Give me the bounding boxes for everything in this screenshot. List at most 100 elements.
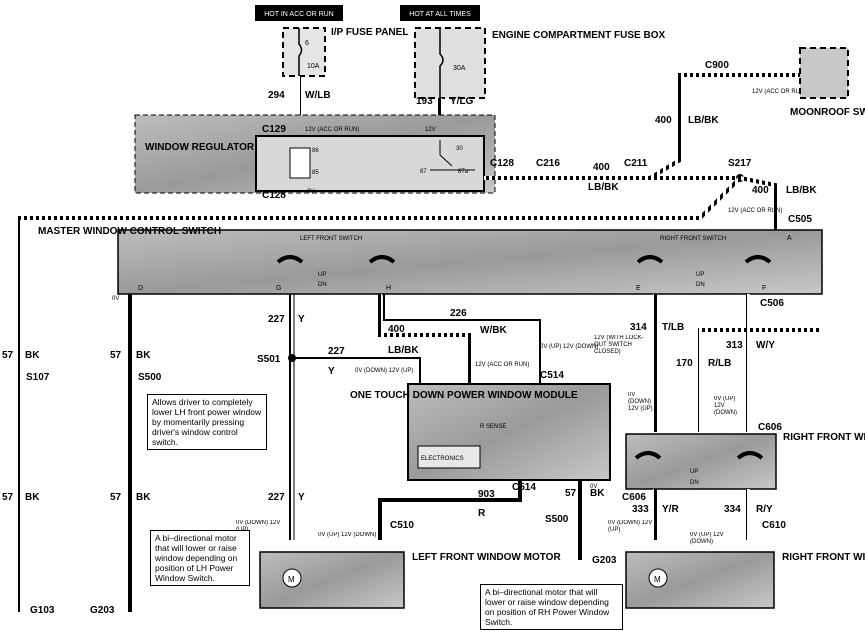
conn-c505: C505	[788, 214, 812, 225]
wire-334: 334	[724, 504, 741, 515]
conn-c211: C211	[624, 158, 648, 169]
wire-193-color: Y/LG	[450, 96, 474, 107]
wire-57e: 57	[565, 488, 577, 499]
rf-switch-left	[636, 255, 664, 264]
conn-s500-left: S500	[138, 372, 162, 383]
lf-dn: DN	[318, 282, 327, 288]
wire-lbbk-c: LB/BK	[786, 185, 817, 196]
moonroof-acc-note: 12V (ACC OR RUN)	[752, 89, 806, 95]
fuse30-symbol	[439, 28, 444, 98]
pin-30: 30	[456, 146, 463, 152]
electronics-label: ELECTRONICS	[421, 456, 464, 462]
wire-400-to-c505	[739, 176, 777, 232]
rf-motor-left-note: 0V (DOWN) 12V (UP)	[608, 520, 652, 533]
wire-lbbk-a: LB/BK	[588, 182, 619, 193]
allows-note: Allows driver to completely lower LH fro…	[147, 394, 267, 450]
wire-57a: 57	[2, 350, 14, 361]
ip-fuse-panel-box	[282, 27, 326, 77]
conn-c606-bottom: C606	[622, 492, 646, 503]
rf-switch-rocker-left	[634, 451, 662, 460]
rf-motor-m: M	[654, 575, 661, 584]
conn-g203-right: G203	[592, 555, 617, 566]
pin-A: A	[787, 235, 792, 242]
wire-227a: 227	[268, 314, 285, 325]
wire-294-color: W/LB	[305, 90, 331, 101]
pin-E: E	[636, 285, 641, 292]
right-front-switch-label: RIGHT FRONT SWITCH	[660, 236, 726, 242]
ip-fuse-panel-label: I/P FUSE PANEL	[331, 27, 408, 38]
module-down-up-note: 0V (DOWN) 12V (UP)	[355, 368, 413, 374]
rf2-up: UP	[690, 469, 698, 475]
rf-up: UP	[696, 272, 704, 278]
wire-r: R	[478, 508, 486, 519]
conn-s217: S217	[728, 158, 752, 169]
left-front-switch-label: LEFT FRONT SWITCH	[300, 236, 362, 242]
conn-c129: C129	[262, 124, 286, 135]
lockout-note: 12V (WITH LOCK-OUT SWITCH CLOSED)	[594, 335, 644, 355]
lf-switch-right	[368, 255, 396, 264]
rf2-dn: DN	[690, 480, 699, 486]
pin-87a: 87a	[458, 169, 469, 175]
pin-G: G	[276, 285, 281, 292]
pin-86: 86	[312, 148, 319, 154]
module-0v: 0V	[590, 484, 597, 490]
wire-bkb: BK	[136, 350, 151, 361]
wire-yr: Y/R	[662, 504, 679, 515]
r-sense-label: R SENSE	[480, 424, 506, 430]
wire-400-lbbk-module	[378, 294, 472, 384]
conn-c510: C510	[390, 520, 414, 531]
conn-c128-right: C128	[490, 158, 514, 169]
lf-motor-symbol	[282, 568, 302, 588]
rf-motor-right-note: 0V (UP) 12V (DOWN)	[690, 532, 724, 545]
fuse6-amp: 10A	[307, 63, 320, 70]
wire-170: 170	[676, 358, 693, 369]
conn-c128-bottom: C128	[262, 190, 286, 201]
wire-227b: 227	[328, 346, 345, 357]
conn-s500-right: S500	[545, 514, 569, 525]
module-label: ONE TOUCH DOWN POWER WINDOW MODULE	[350, 390, 578, 401]
pin-H: H	[386, 285, 391, 292]
wire-400c: 400	[752, 185, 769, 196]
module-up-down-note: 0V (UP) 12V (DOWN)	[540, 344, 598, 350]
engine-fuse-box-label: ENGINE COMPARTMENT FUSE BOX	[492, 30, 665, 41]
wire-wy: W/Y	[756, 340, 775, 351]
module-acc-note: 12V (ACC OR RUN)	[475, 362, 529, 368]
conn-c606-top: C606	[758, 422, 782, 433]
moonroof-switch-label: MOONROOF SWITCH	[790, 107, 865, 118]
wire-ya: Y	[298, 314, 305, 325]
fuse6-symbol	[298, 28, 303, 76]
wire-400d: 400	[388, 324, 405, 335]
lf-motor-label: LEFT FRONT WINDOW MOTOR	[412, 552, 561, 563]
wire-294-num: 294	[268, 90, 285, 101]
relay-0v: 0V	[307, 189, 314, 195]
rf-motor-symbol	[648, 568, 668, 588]
fuse30-amp: 30A	[453, 65, 466, 72]
wire-bka: BK	[25, 350, 40, 361]
wire-57b: 57	[110, 350, 122, 361]
pin-F: F	[762, 285, 766, 292]
pin-87: 87	[420, 169, 427, 175]
rf-dn: DN	[696, 282, 705, 288]
rf-switch-rocker-right	[736, 451, 764, 460]
rf-switch-right	[744, 255, 772, 264]
wire-400b: 400	[655, 115, 672, 126]
wire-400-to-c900	[648, 73, 800, 180]
moonroof-switch-box	[799, 47, 849, 99]
hot-acc-run-label: HOT IN ACC OR RUN	[264, 11, 334, 18]
wire-170-rlb	[698, 328, 820, 432]
lf-motor-right-note: 0V (UP) 12V (DOWN)	[318, 532, 376, 538]
wire-193-num: 193	[416, 96, 433, 107]
relay-12v-note: 12V	[425, 127, 436, 133]
electronics-box	[417, 445, 481, 469]
conn-c900: C900	[705, 60, 729, 71]
wire-tlb: T/LB	[662, 322, 684, 333]
wire-333: 333	[632, 504, 649, 515]
bidir-right-note: A bi–directional motor that will lower o…	[480, 584, 623, 630]
wire-yb: Y	[328, 366, 335, 377]
conn-s107: S107	[26, 372, 50, 383]
master-switch-label: MASTER WINDOW CONTROL SWITCH	[38, 226, 221, 237]
rf-motor-box	[625, 551, 775, 609]
wire-57d: 57	[110, 492, 122, 503]
wire-227-to-module	[292, 357, 421, 384]
